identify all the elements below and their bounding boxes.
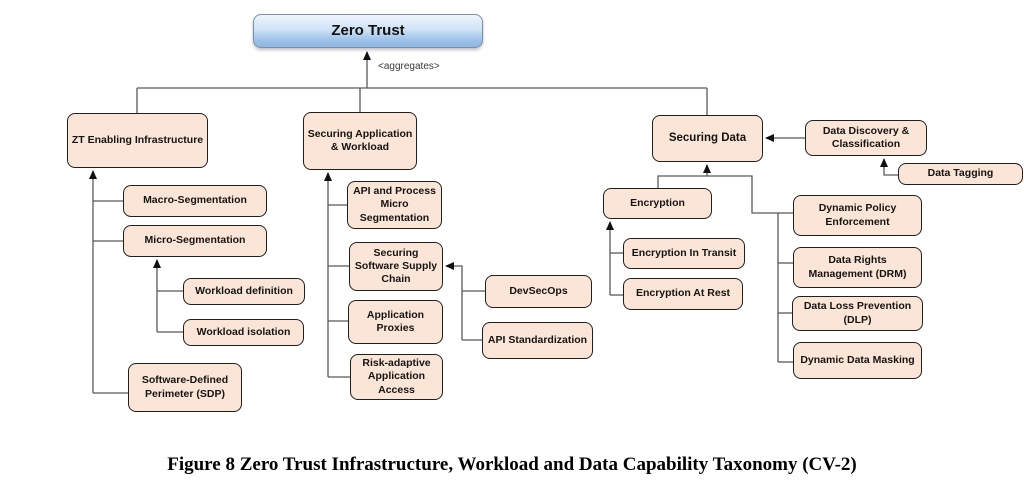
connector-sdata-bracket bbox=[657, 175, 793, 214]
node-zt-enabling-infrastructure: ZT Enabling Infrastructure bbox=[67, 113, 208, 168]
node-zero-trust: Zero Trust bbox=[253, 14, 483, 48]
node-risk-adaptive-application-access: Risk-adaptive Application Access bbox=[350, 354, 443, 400]
node-data-rights-management: Data Rights Management (DRM) bbox=[793, 247, 922, 288]
connector-dtag-to-ddc bbox=[880, 158, 898, 176]
node-securing-software-supply-chain: Securing Software Supply Chain bbox=[349, 242, 443, 291]
node-workload-definition: Workload definition bbox=[183, 278, 305, 305]
node-data-discovery-classification: Data Discovery & Classification bbox=[805, 120, 927, 156]
node-dynamic-policy-enforcement: Dynamic Policy Enforcement bbox=[793, 195, 922, 236]
node-api-standardization: API Standardization bbox=[482, 322, 593, 359]
node-encryption-at-rest: Encryption At Rest bbox=[623, 278, 743, 310]
node-macro-segmentation: Macro-Segmentation bbox=[123, 185, 267, 217]
aggregates-label: <aggregates> bbox=[378, 61, 440, 72]
node-securing-application-workload: Securing Application & Workload bbox=[303, 112, 417, 170]
node-encryption-in-transit: Encryption In Transit bbox=[623, 238, 745, 269]
node-data-loss-prevention: Data Loss Prevention (DLP) bbox=[792, 296, 923, 331]
node-application-proxies: Application Proxies bbox=[348, 300, 443, 344]
node-encryption: Encryption bbox=[603, 188, 712, 219]
node-securing-data: Securing Data bbox=[652, 115, 763, 162]
node-micro-segmentation: Micro-Segmentation bbox=[123, 225, 267, 257]
node-data-tagging: Data Tagging bbox=[898, 163, 1023, 185]
node-workload-isolation: Workload isolation bbox=[183, 319, 304, 346]
connector-sssc-spine bbox=[445, 262, 463, 340]
node-api-process-micro-segmentation: API and Process Micro Segmentation bbox=[347, 181, 442, 229]
node-devsecops: DevSecOps bbox=[485, 275, 592, 308]
node-dynamic-data-masking: Dynamic Data Masking bbox=[793, 342, 922, 379]
node-software-defined-perimeter: Software-Defined Perimeter (SDP) bbox=[128, 363, 242, 412]
figure-caption: Figure 8 Zero Trust Infrastructure, Work… bbox=[167, 454, 857, 475]
